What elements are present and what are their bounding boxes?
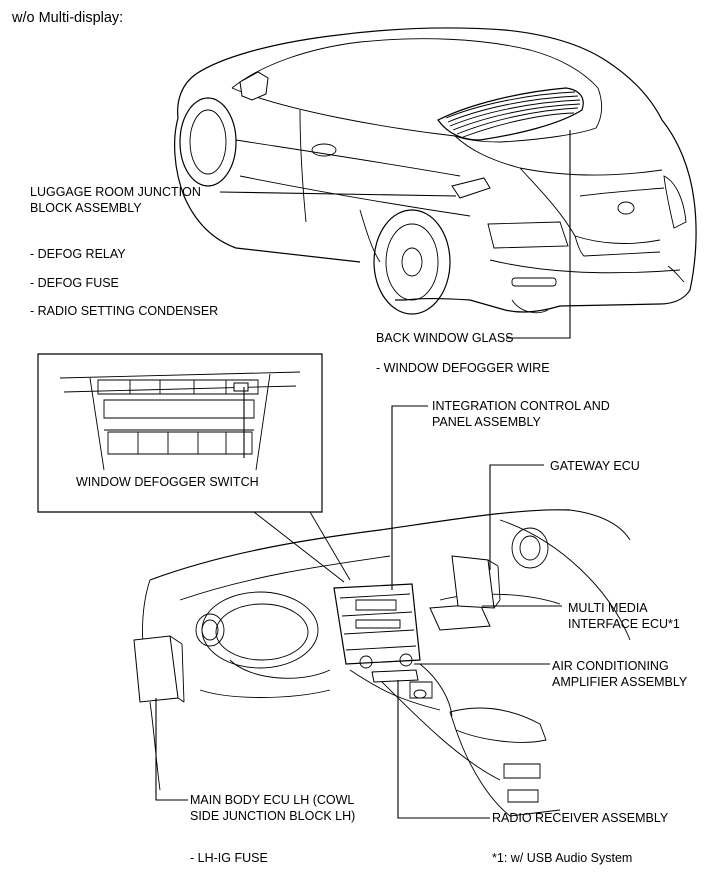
defogger-wire-lines: [446, 92, 580, 137]
label-luggage-line2: BLOCK ASSEMBLY: [30, 201, 142, 215]
label-integration-line1: INTEGRATION CONTROL AND: [432, 399, 610, 413]
label-main-body-ecu: MAIN BODY ECU LH (COWL SIDE JUNCTION BLO…: [190, 792, 355, 824]
label-gateway-ecu: GATEWAY ECU: [550, 459, 640, 473]
label-integration-control: INTEGRATION CONTROL AND PANEL ASSEMBLY: [432, 398, 610, 430]
label-integration-line2: PANEL ASSEMBLY: [432, 415, 541, 429]
dashboard-illustration: [134, 510, 630, 816]
header-title: w/o Multi-display:: [12, 10, 124, 26]
car-illustration: [175, 28, 696, 314]
label-defog-fuse: - DEFOG FUSE: [30, 276, 119, 290]
label-back-window-glass: BACK WINDOW GLASS: [376, 331, 514, 345]
label-defogger-switch: WINDOW DEFOGGER SWITCH: [76, 475, 259, 489]
label-aircon-line1: AIR CONDITIONING: [552, 659, 669, 673]
label-lh-ig-fuse: - LH-IG FUSE: [190, 851, 268, 865]
label-multimedia-line2: INTERFACE ECU*1: [568, 617, 680, 631]
leader-lines: [156, 130, 570, 818]
label-multimedia-interface: MULTI MEDIA INTERFACE ECU*1: [568, 600, 680, 632]
gateway-ecu-part: [452, 556, 494, 608]
label-multimedia-line1: MULTI MEDIA: [568, 601, 648, 615]
radio-receiver-part: [372, 670, 418, 682]
main-body-ecu-part: [134, 636, 178, 702]
label-radio-receiver: RADIO RECEIVER ASSEMBLY: [492, 811, 669, 825]
label-aircon-amplifier: AIR CONDITIONING AMPLIFIER ASSEMBLY: [552, 658, 687, 690]
multimedia-interface-part: [430, 604, 490, 630]
label-luggage-line1: LUGGAGE ROOM JUNCTION: [30, 185, 201, 199]
label-radio-condenser: - RADIO SETTING CONDENSER: [30, 304, 219, 318]
label-defogger-wire: - WINDOW DEFOGGER WIRE: [376, 361, 550, 375]
footnote: *1: w/ USB Audio System: [492, 851, 633, 865]
label-defog-relay: - DEFOG RELAY: [30, 247, 126, 261]
label-mainbody-line2: SIDE JUNCTION BLOCK LH): [190, 809, 356, 823]
label-aircon-line2: AMPLIFIER ASSEMBLY: [552, 675, 688, 689]
switch-callout-box: [38, 354, 350, 582]
label-mainbody-line1: MAIN BODY ECU LH (COWL: [190, 793, 355, 807]
label-luggage-junction: LUGGAGE ROOM JUNCTION BLOCK ASSEMBLY: [30, 184, 201, 216]
defogger-switch-part: [234, 383, 248, 391]
luggage-junction-block-part: [452, 178, 490, 198]
